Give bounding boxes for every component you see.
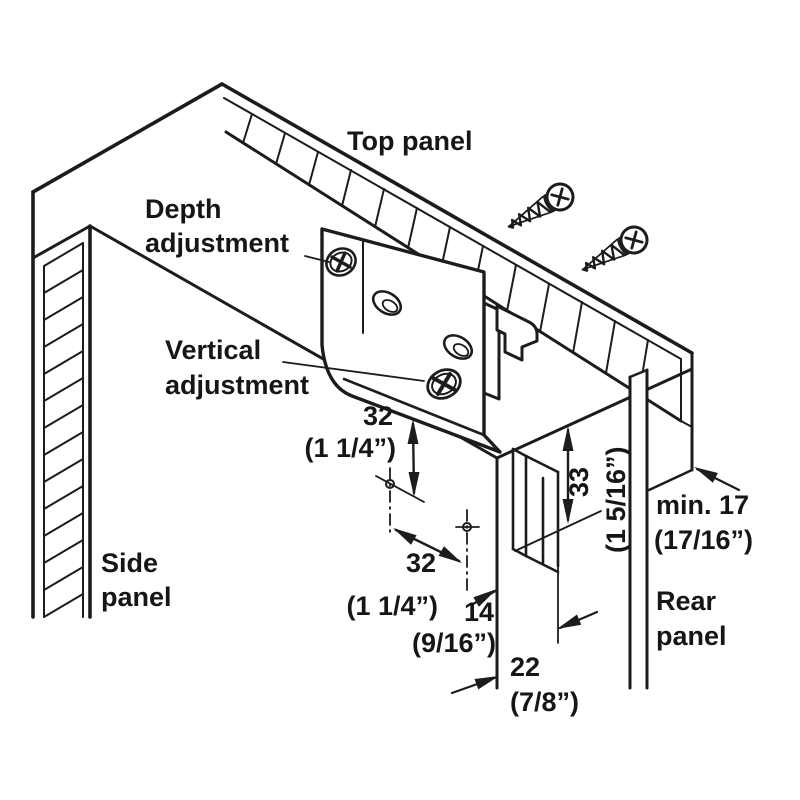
screw-icon-2 [581, 225, 649, 272]
dim-22-mm: 22 [510, 652, 540, 682]
top-panel-edge-right [220, 82, 694, 355]
top-panel-label: Top panel [347, 126, 473, 156]
rear-panel-label-1: Rear [656, 586, 717, 616]
dim-33-inch: (1 5/16”) [601, 446, 631, 553]
hook-inner-line [521, 340, 538, 348]
bracket-oblong-holes [371, 290, 474, 360]
vertical-adjustment-screw-icon [426, 368, 462, 400]
extension-line-33 [514, 510, 602, 552]
dim-32-top-arrow [407, 419, 420, 497]
top-panel-band-ticks [242, 113, 649, 395]
screw-icon-1 [507, 182, 575, 229]
dim-33-mm: 33 [564, 467, 594, 497]
dim-min17-arrow [694, 467, 741, 492]
side-panel-hatching [43, 269, 84, 618]
hole-1-extension [375, 475, 425, 503]
dim-32-top-inch: (1 1/4”) [304, 433, 396, 463]
dim-22-inch: (7/8”) [510, 687, 579, 717]
rear-panel-top-edge [495, 367, 694, 460]
top-panel-left-cut [31, 224, 92, 260]
depth-adjustment-label-1: Depth [145, 194, 222, 224]
depth-adjustment-label-2: adjustment [145, 228, 289, 258]
mounting-bracket [320, 227, 539, 454]
hanging-hook [495, 304, 539, 362]
rear-panel-label-2: panel [656, 621, 727, 651]
dim-min17-mm: min. 17 [656, 490, 749, 520]
dim-14-arrow [471, 588, 499, 607]
dim-22-arrows [450, 610, 599, 695]
vertical-adjustment-leader [282, 361, 425, 382]
dim-32-spacing-arrow [393, 528, 462, 563]
dim-32-spacing-inch: (1 1/4”) [346, 591, 438, 621]
vertical-adjustment-label-1: Vertical [165, 335, 261, 365]
bracket-flange-crease [342, 377, 486, 437]
dim-32-top-mm: 32 [363, 401, 393, 431]
depth-adjustment-leader [304, 255, 330, 263]
dim-32-spacing-mm: 32 [406, 548, 436, 578]
bracket-body [320, 227, 502, 454]
top-panel-band-top [223, 97, 682, 360]
rear-panel-strip [628, 368, 649, 690]
top-panel-edge-left [31, 82, 224, 194]
depth-adjustment-screw-icon [325, 247, 357, 277]
top-panel-right-cut-bottom [680, 420, 693, 428]
top-panel-rear-lower-edge [647, 468, 694, 492]
labels: Top panel Depth adjustment Vertical adju… [101, 126, 753, 717]
side-panel-label-1: Side [101, 548, 158, 578]
dimension-graphics [282, 255, 741, 695]
dim-33-arrow [562, 426, 574, 524]
dim-14-mm: 14 [464, 597, 494, 627]
dim-min17-inch: (17/16”) [654, 525, 753, 555]
side-panel-label-2: panel [101, 582, 172, 612]
vertical-adjustment-label-2: adjustment [165, 370, 309, 400]
cabinet-structure [31, 82, 694, 690]
dim-14-inch: (9/16”) [412, 628, 496, 658]
side-panel-core-top [43, 242, 84, 267]
rear-panel-cutout [511, 447, 560, 574]
